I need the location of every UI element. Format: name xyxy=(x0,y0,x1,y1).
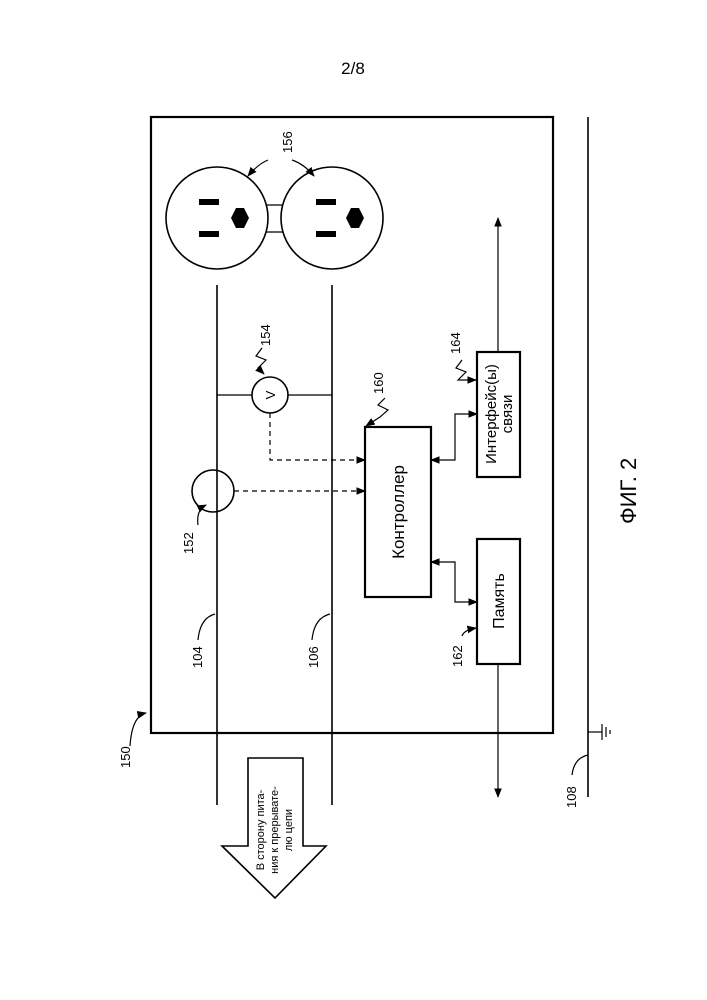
ref-156: 156 xyxy=(280,131,295,153)
voltage-signal-line xyxy=(270,413,365,460)
ground-icon xyxy=(588,724,610,740)
leader-152 xyxy=(198,505,206,525)
arrow-text-line2: ния к прерывате- xyxy=(269,786,281,874)
figure-caption: ФИГ. 2 xyxy=(616,458,641,524)
voltmeter-label: V xyxy=(263,390,278,399)
leader-156b xyxy=(292,160,314,176)
outlet-icon xyxy=(166,167,268,269)
leader-160 xyxy=(366,398,388,426)
controller-interfaces-link xyxy=(431,414,477,460)
ref-160: 160 xyxy=(371,372,386,394)
ref-108: 108 xyxy=(564,786,579,808)
ref-150: 150 xyxy=(118,746,133,768)
ref-162: 162 xyxy=(450,645,465,667)
leader-164 xyxy=(456,360,476,380)
interfaces-label-line2: связи xyxy=(499,395,516,434)
interfaces-label-line1: Интерфейс(ы) xyxy=(483,364,500,464)
page-number: 2/8 xyxy=(341,59,365,78)
arrow-text-line3: лю цепи xyxy=(283,809,295,851)
ref-164: 164 xyxy=(448,332,463,354)
controller-label: Контроллер xyxy=(389,465,408,559)
leader-156a xyxy=(248,160,268,176)
arrow-text-line1: В сторону пита- xyxy=(255,789,267,870)
memory-label: Память xyxy=(491,573,508,629)
leader-162 xyxy=(462,628,476,636)
ref-152: 152 xyxy=(181,532,196,554)
ref-154: 154 xyxy=(258,324,273,346)
controller-memory-link xyxy=(431,562,477,602)
current-sensor-icon xyxy=(192,470,234,512)
ref-104: 104 xyxy=(190,646,205,668)
leader-104 xyxy=(198,614,215,640)
ref-106: 106 xyxy=(306,646,321,668)
leader-150 xyxy=(130,713,146,746)
leader-108 xyxy=(572,755,588,775)
leader-154 xyxy=(256,348,266,374)
leader-106 xyxy=(312,614,330,640)
outlet-icon xyxy=(281,167,383,269)
